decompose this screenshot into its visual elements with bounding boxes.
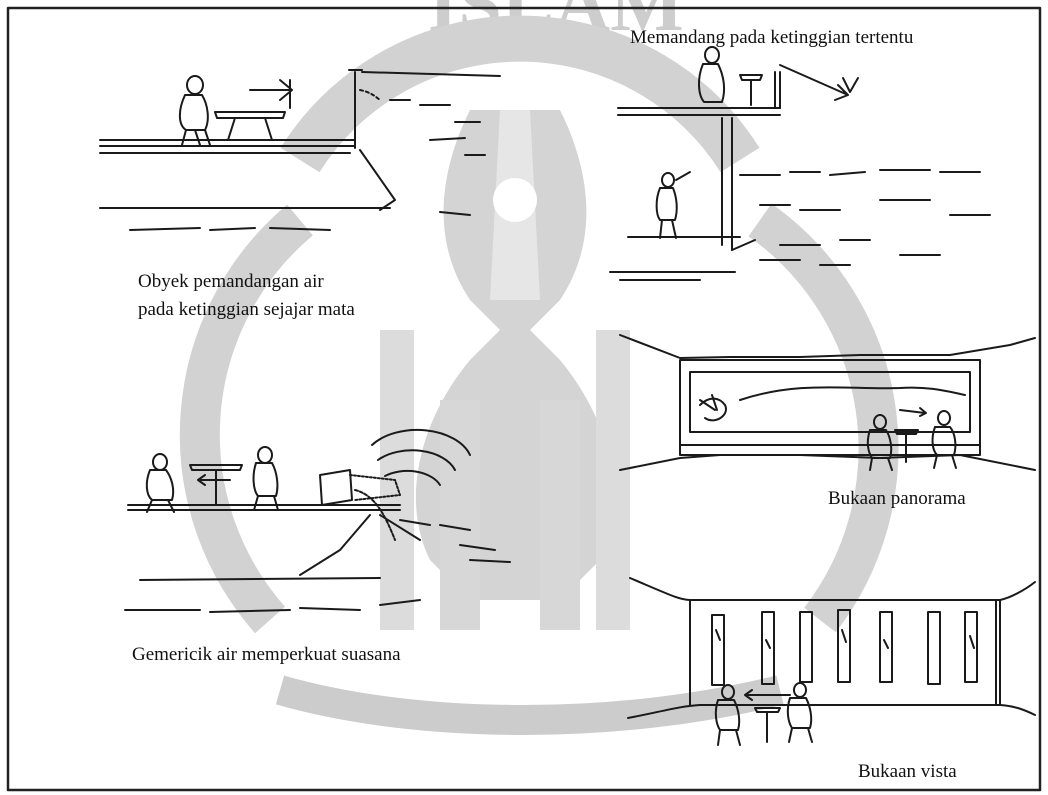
caption-eye-level-line1: Obyek pemandangan air	[138, 270, 324, 294]
figure-frame	[8, 8, 1040, 790]
scene-elevated	[610, 47, 990, 280]
scene-eye-level	[100, 70, 500, 230]
scene-water-sound	[125, 430, 510, 612]
scene-panorama	[620, 335, 1035, 470]
vista-columns	[712, 610, 977, 685]
scene-vista	[628, 578, 1035, 745]
caption-vista: Bukaan vista	[858, 760, 957, 784]
caption-elevated-view: Memandang pada ketinggian tertentu	[630, 26, 913, 50]
caption-eye-level-line2: pada ketinggian sejajar mata	[138, 298, 355, 322]
caption-panorama: Bukaan panorama	[828, 487, 966, 511]
caption-water-sound: Gemericik air memperkuat suasana	[132, 643, 401, 667]
